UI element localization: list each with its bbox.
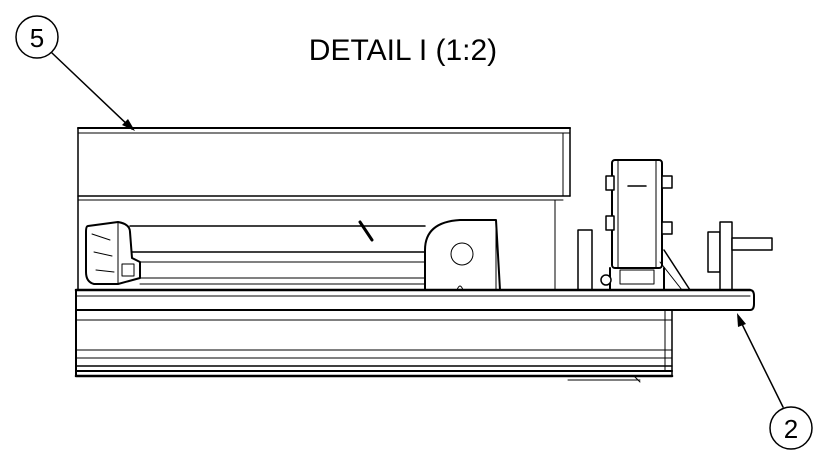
balloon-2-circle	[769, 406, 813, 450]
balloon-5: 5	[15, 15, 135, 131]
switch-assembly	[577, 159, 773, 291]
leader-arrow-2	[737, 313, 746, 327]
lower-frame	[74, 309, 674, 383]
rod-assembly	[85, 220, 426, 285]
detail-title: DETAIL I (1:2)	[309, 34, 497, 67]
balloon-5-label: 5	[30, 23, 44, 53]
cam-lug	[424, 219, 501, 291]
balloon-5-circle	[15, 15, 59, 59]
leader-line-2	[738, 317, 784, 408]
balloon-2-label: 2	[784, 414, 798, 444]
top-housing	[77, 127, 571, 291]
leader-line-5	[51, 52, 133, 130]
base-plate	[74, 288, 755, 377]
balloon-2: 2	[737, 313, 813, 450]
